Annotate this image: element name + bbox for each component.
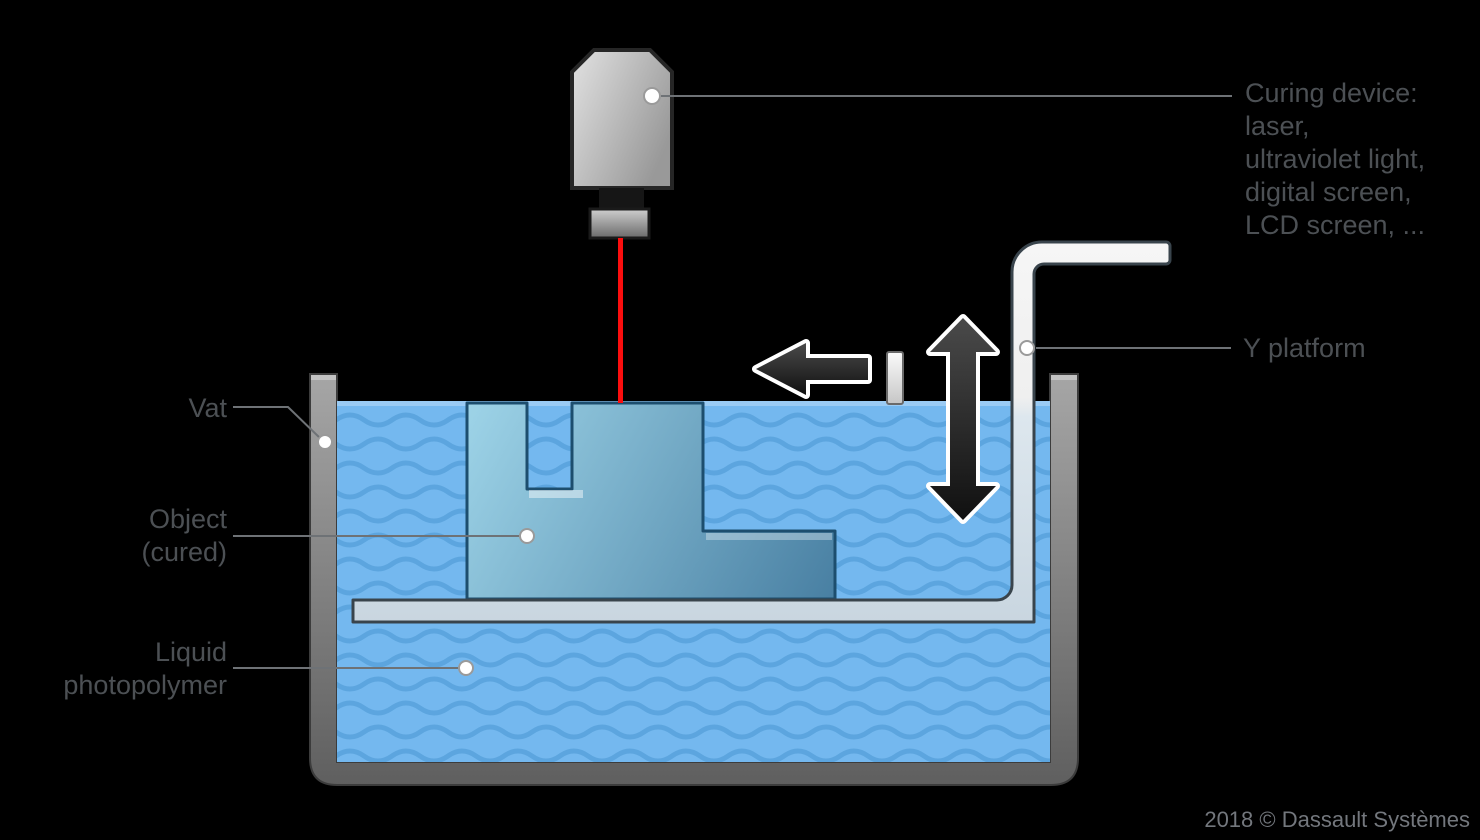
callout-dot-curing-device xyxy=(643,87,661,105)
vat-left-wall-top-cap xyxy=(311,375,336,380)
y-platform-arm xyxy=(351,240,1172,624)
callout-dot-object xyxy=(519,528,535,544)
curing-device-lens xyxy=(588,207,651,240)
callout-vat xyxy=(233,406,333,450)
curing-device-label-line1: Curing device: xyxy=(1245,78,1418,108)
callout-curing-device xyxy=(643,87,1232,105)
object-notch-highlight xyxy=(529,490,583,498)
vat-label: Vat xyxy=(188,393,227,423)
up-down-arrow-icon xyxy=(926,314,1000,524)
wiper-blade xyxy=(886,351,904,405)
sweep-left-arrow-icon xyxy=(752,339,872,399)
curing-device-label-line3: ultraviolet light, xyxy=(1245,144,1425,174)
callout-liquid xyxy=(233,660,474,676)
object-label-line1: Object xyxy=(149,504,228,534)
callout-object xyxy=(233,528,535,544)
footer-credit: 2018 © Dassault Systèmes xyxy=(1204,807,1470,832)
liquid-label-line2: photopolymer xyxy=(63,670,227,700)
liquid-label-line1: Liquid xyxy=(155,637,227,667)
curing-device-label-line4: digital screen, xyxy=(1245,177,1412,207)
object-label-line2: (cured) xyxy=(141,537,227,567)
y-platform-label: Y platform xyxy=(1243,333,1366,363)
curing-device-body xyxy=(570,48,674,190)
laser-beam xyxy=(618,238,623,403)
callout-dot-liquid xyxy=(458,660,474,676)
object-step-highlight xyxy=(706,533,832,540)
vat-right-wall-top-cap xyxy=(1051,375,1077,380)
callout-dot-vat xyxy=(317,434,333,450)
callout-dot-y-platform xyxy=(1019,340,1035,356)
callout-y-platform xyxy=(1019,340,1231,356)
curing-device-label-line5: LCD screen, ... xyxy=(1245,210,1425,240)
vat-shape xyxy=(309,373,1079,786)
curing-device-neck xyxy=(599,188,644,209)
curing-device-label-line2: laser, xyxy=(1245,111,1310,141)
